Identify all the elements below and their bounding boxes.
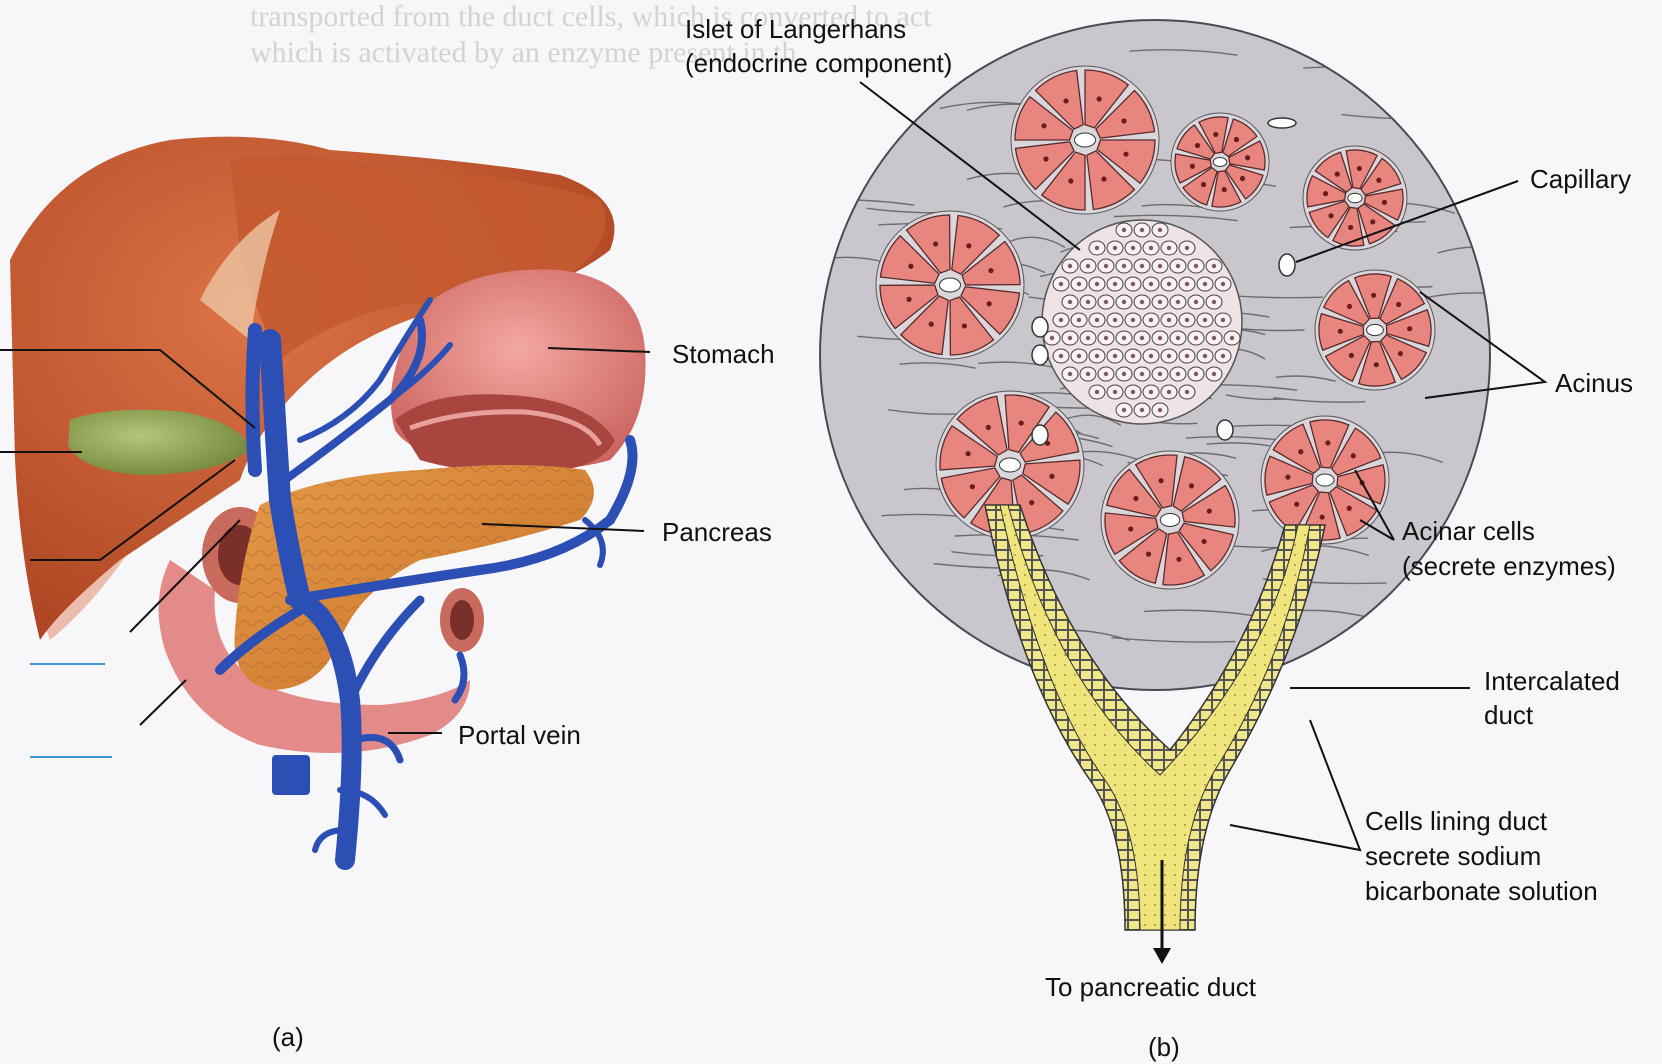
acinus xyxy=(876,211,1024,359)
label-lining-line-1: Cells lining duct xyxy=(1365,804,1547,838)
acinus xyxy=(1011,66,1159,214)
acinus xyxy=(1101,451,1239,589)
label-acinar-cells-line-2: (secrete enzymes) xyxy=(1402,549,1616,583)
acinus xyxy=(1303,146,1407,250)
label-pancreatic-duct: To pancreatic duct xyxy=(1045,970,1256,1004)
vena-cava xyxy=(272,755,310,795)
label-intercalated-line-1: Intercalated xyxy=(1484,664,1620,698)
label-lining-line-2: secrete sodium xyxy=(1365,839,1541,873)
label-lining-line-3: bicarbonate solution xyxy=(1365,874,1598,908)
label-acinar-cells-line-1: Acinar cells xyxy=(1402,514,1535,548)
panel-a-blank-lines xyxy=(30,664,112,757)
caption-panel-b: (b) xyxy=(1148,1030,1180,1064)
label-islet-line-2: (endocrine component) xyxy=(685,46,952,80)
acinus xyxy=(1171,113,1269,211)
label-pancreas: Pancreas xyxy=(662,515,772,549)
caption-panel-a: (a) xyxy=(272,1020,304,1054)
label-intercalated-line-2: duct xyxy=(1484,698,1533,732)
label-capillary: Capillary xyxy=(1530,162,1631,196)
label-portal-vein: Portal vein xyxy=(458,718,581,752)
label-stomach: Stomach xyxy=(672,337,775,371)
label-islet-line-1: Islet of Langerhans xyxy=(685,12,906,46)
label-acinus: Acinus xyxy=(1555,366,1633,400)
acinus xyxy=(1315,270,1435,390)
